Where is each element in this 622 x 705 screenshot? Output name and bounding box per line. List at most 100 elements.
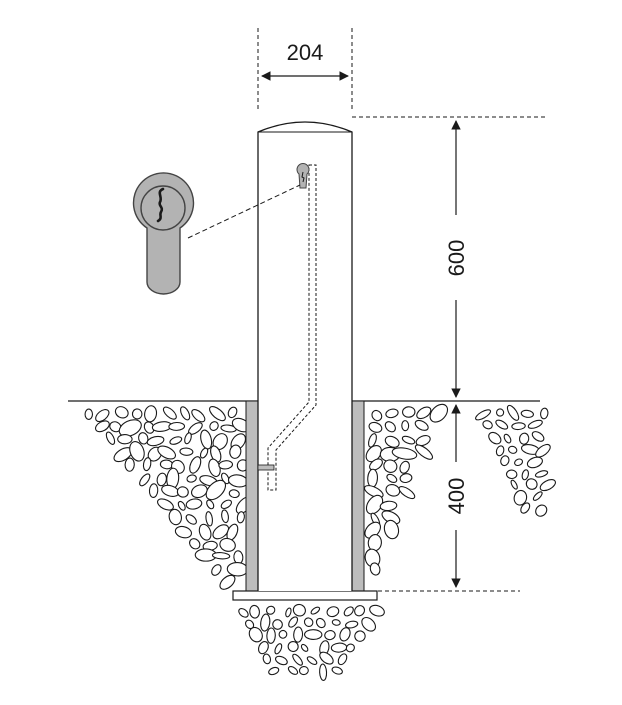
gravel-stone <box>520 502 531 514</box>
gravel-stone <box>319 651 334 665</box>
gravel-stone <box>274 655 288 666</box>
gravel-stone <box>324 630 336 641</box>
internal-channel <box>267 164 317 491</box>
gravel-stone <box>219 574 236 590</box>
gravel-stone <box>218 460 234 470</box>
gravel-stone <box>495 419 509 430</box>
gravel-stone <box>179 447 194 456</box>
gravel-stone <box>278 629 288 639</box>
gravel-stone <box>371 409 383 422</box>
gravel-stone <box>369 562 381 576</box>
gravel-stone <box>364 521 381 539</box>
gravel-stone <box>525 478 538 490</box>
gravel-stone <box>211 552 231 560</box>
gravel-stone <box>118 419 142 437</box>
gravel-stone <box>399 473 413 484</box>
gravel-stone <box>105 431 116 445</box>
gravel-stone <box>365 444 382 463</box>
gravel-stone <box>300 643 309 652</box>
foundation-wall-left <box>245 400 259 592</box>
gravel-stone <box>503 433 512 444</box>
gravel-stone <box>532 491 543 501</box>
above-ground-height-label: 600 <box>444 240 469 277</box>
gravel-stone <box>209 421 219 431</box>
gravel-stone <box>511 422 526 431</box>
gravel-stone <box>174 525 193 539</box>
gravel-stone <box>211 564 222 576</box>
gravel-stone <box>186 474 197 483</box>
gravel-stone <box>495 445 505 457</box>
gravel-stone <box>488 431 502 445</box>
gravel-stone <box>177 500 186 511</box>
gravel-stone <box>266 627 276 644</box>
height-dimensions: 600 400 <box>352 116 545 592</box>
gravel-stone <box>505 469 518 480</box>
gravel-stone <box>272 619 283 630</box>
gravel-stone <box>365 494 384 515</box>
gravel-stone <box>535 504 548 517</box>
gravel-stone <box>475 409 492 421</box>
gravel-stone <box>521 469 530 481</box>
gravel-stone <box>402 406 416 418</box>
gravel-stone <box>401 435 416 445</box>
gravel-stone <box>200 429 213 450</box>
gravel-stone <box>205 511 213 527</box>
gravel-stone <box>343 606 354 617</box>
gravel-stone <box>176 486 189 498</box>
gravel-stone <box>416 406 432 420</box>
gravel-stone <box>292 603 306 617</box>
gravel-stone <box>146 435 165 447</box>
bollard-post <box>257 121 353 591</box>
gravel-stone <box>304 629 323 640</box>
gravel-stone <box>526 456 543 469</box>
gravel-stone <box>124 457 135 472</box>
gravel-stone <box>129 441 145 462</box>
gravel-stone <box>189 456 202 474</box>
gravel-stone <box>330 642 348 653</box>
gravel-stone <box>539 479 556 492</box>
width-dimension-label: 204 <box>287 40 324 65</box>
gravel-stone <box>227 474 249 488</box>
gravel-stone <box>209 406 226 422</box>
gravel-stone <box>185 498 203 510</box>
width-dimension: 204 <box>257 28 353 112</box>
gravel-stone <box>506 404 520 421</box>
gravel-stone <box>156 472 167 487</box>
gravel-stone <box>369 604 385 617</box>
gravel-stone <box>84 408 94 420</box>
gravel-stone <box>345 643 355 653</box>
gravel-stone <box>391 447 418 460</box>
gravel-stone <box>274 643 283 655</box>
gravel-stone <box>184 432 192 445</box>
gravel-stone <box>315 617 326 629</box>
gravel-stone <box>257 641 269 655</box>
gravel-stone <box>495 408 505 417</box>
gravel-stone <box>354 630 366 642</box>
gravel-stone <box>337 653 348 666</box>
gravel-stone <box>514 458 524 467</box>
gravel-stone <box>157 498 174 511</box>
gravel-stone <box>220 499 232 510</box>
gravel-stone <box>148 483 159 498</box>
gravel-stone <box>226 561 249 577</box>
gravel-stone <box>139 473 151 487</box>
gravel-stone <box>162 406 177 420</box>
gravel-stone <box>169 436 183 445</box>
gravel-stone <box>384 435 400 448</box>
gravel-stone <box>500 455 510 467</box>
gravel-stone <box>507 445 518 454</box>
gravel-stone <box>210 445 222 463</box>
gravel-stone <box>298 665 309 676</box>
gravel-stone <box>95 408 110 423</box>
locking-pin <box>257 464 275 471</box>
gravel-stone <box>185 514 197 525</box>
gravel-stone <box>306 656 318 665</box>
gravel-stone <box>414 444 434 460</box>
gravel-stone <box>236 511 245 524</box>
gravel-stone <box>238 608 249 618</box>
gravel-stone <box>367 468 379 488</box>
gravel-stone <box>534 470 549 478</box>
gravel-stone <box>265 605 276 615</box>
gravel-stone <box>415 435 431 447</box>
gravel-stone <box>303 617 314 627</box>
